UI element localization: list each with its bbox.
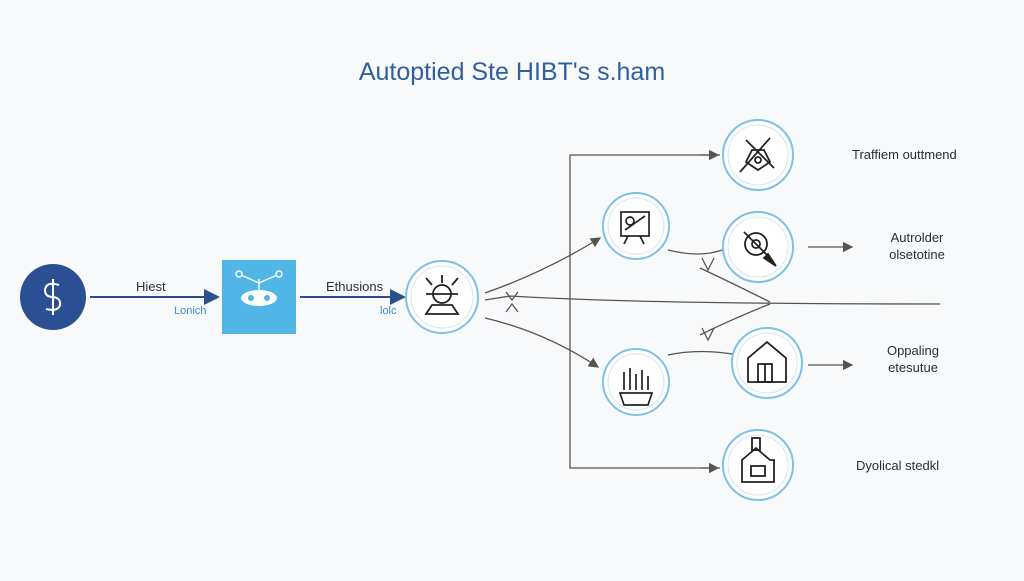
curve-lower [699,303,771,336]
zigzag-small-4 [505,302,519,313]
building-icon [747,340,787,383]
branch-to-mid-top [484,237,602,294]
output-label-2-line2: olsetotine [889,247,945,262]
output-node-1 [722,119,794,191]
step1-sublabel: Lonich [174,305,207,317]
diagram-title: Autoptied Ste HIBT's s.ham [358,58,666,86]
step2-label: Ethusions [326,279,384,294]
mid-top-node [602,192,670,260]
gateway-device-icon [424,275,460,315]
gateway-node [405,260,479,334]
connectors [90,149,941,474]
processor-node [222,260,296,334]
link-mid-bottom-to-out3 [667,350,739,356]
horizontal-output-line [484,295,941,305]
mid-bottom-node [602,348,670,416]
output-node-2 [722,211,794,283]
chart-bars-icon [618,368,654,406]
output-node-4 [722,429,794,501]
target-icon [743,231,777,267]
analysis-icon [620,211,650,245]
output-label-3: Oppaling etesutue [868,342,958,376]
branch-to-mid-bottom [484,317,600,368]
output-label-4: Dyolical stedkl [856,458,940,473]
output-node-3 [731,327,803,399]
factory-icon [741,437,775,483]
curve-upper [699,267,771,303]
step2-sublabel: lolc [380,305,397,317]
robot-face-icon [235,270,283,306]
zigzag-small-3 [701,327,715,342]
start-node [20,264,86,330]
zigzag-small-1 [505,291,519,302]
output-label-3-line2: etesutue [888,360,938,375]
output-label-3-line1: Oppaling [886,343,940,358]
bracket-top [569,154,720,469]
tools-icon [739,137,775,173]
dollar-coin-icon [43,279,62,315]
step1-label: Hiest [136,279,166,294]
output-label-2-line1: Autrolder [890,230,944,245]
output-label-2: Autrolder olsetotine [872,229,962,263]
zigzag-small-2 [701,257,715,272]
output-label-1: Traffiem outtmend [852,147,957,162]
link-mid-top-to-out2 [667,249,723,255]
